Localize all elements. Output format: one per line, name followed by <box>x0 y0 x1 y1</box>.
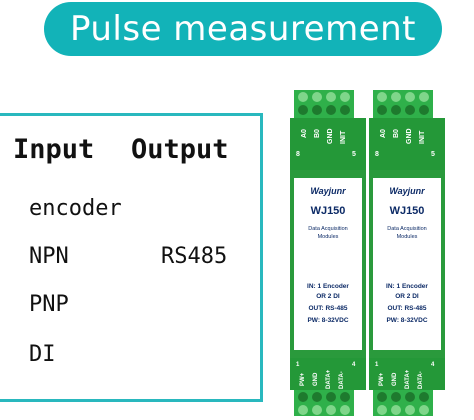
terminal-pw: PW+ <box>300 372 306 386</box>
spec-in-line1: IN: 1 Encoder <box>386 283 428 290</box>
top-body <box>290 118 366 170</box>
input-item-encoder: encoder <box>29 196 122 221</box>
input-item-npn: NPN <box>29 244 69 269</box>
spec-in-line2: OR 2 DI <box>316 293 340 300</box>
output-header: Output <box>131 134 229 165</box>
spec-in-line2: OR 2 DI <box>395 293 419 300</box>
terminal-gnd: GND <box>327 128 334 144</box>
terminal-num-4: 4 <box>352 362 356 368</box>
banner-title: Pulse measurement <box>69 9 417 49</box>
terminal-gnd-bottom: GND <box>392 372 398 386</box>
spec-out: OUT: RS-485 <box>308 305 347 312</box>
bottom-body <box>369 358 445 390</box>
terminal-data-minus: DATA- <box>339 371 345 389</box>
terminal-num-1: 1 <box>296 362 300 368</box>
input-item-pnp: PNP <box>29 292 69 317</box>
model-name: WJ150 <box>311 205 346 217</box>
model-name: WJ150 <box>390 205 425 217</box>
terminal-b0: B0 <box>393 129 400 138</box>
terminal-gnd: GND <box>406 128 413 144</box>
module-device-2: A0 B0 GND INIT 8 5 Wayjunr WJ150 Data Ac… <box>367 90 451 416</box>
terminal-num-1: 1 <box>375 362 379 368</box>
terminal-num-5: 5 <box>352 151 356 158</box>
label-sticker <box>373 178 441 350</box>
terminal-num-4: 4 <box>431 362 435 368</box>
terminal-gnd-bottom: GND <box>313 372 319 386</box>
terminal-a0: A0 <box>301 129 308 138</box>
io-table: Input Output encoder NPN PNP DI RS485 <box>0 113 263 402</box>
spec-in-line1: IN: 1 Encoder <box>307 283 349 290</box>
brand-logo: Wayjunr <box>389 186 425 196</box>
terminal-pw: PW+ <box>379 372 385 386</box>
module-device: A0 B0 GND INIT 8 5 Wayjunr WJ150 Data Ac… <box>288 90 372 416</box>
terminal-num-5: 5 <box>431 151 435 158</box>
spec-pw: PW: 8-32VDC <box>386 317 427 324</box>
terminal-b0: B0 <box>314 129 321 138</box>
terminal-a0: A0 <box>380 129 387 138</box>
terminal-num-8: 8 <box>375 151 379 158</box>
screw-row-top <box>377 92 429 115</box>
spec-pw: PW: 8-32VDC <box>307 317 348 324</box>
screw-row-bottom <box>377 392 429 415</box>
bottom-body <box>290 358 366 390</box>
subtitle-line2: Modules <box>397 234 418 240</box>
screw-row-top <box>298 92 350 115</box>
subtitle-line1: Data Acquisition <box>308 226 347 232</box>
module-illustration-2: A0 B0 GND INIT 8 5 Wayjunr WJ150 Data Ac… <box>369 90 445 416</box>
output-item-rs485: RS485 <box>161 244 228 269</box>
terminal-num-8: 8 <box>296 151 300 158</box>
screw-row-bottom <box>298 392 350 415</box>
subtitle-line2: Modules <box>318 234 339 240</box>
title-banner: Pulse measurement <box>44 2 442 56</box>
label-sticker <box>294 178 362 350</box>
input-header: Input <box>13 134 95 165</box>
terminal-data-plus: DATA+ <box>326 369 332 389</box>
top-body <box>369 118 445 170</box>
terminal-data-plus: DATA+ <box>405 369 411 389</box>
input-item-di: DI <box>29 342 56 367</box>
terminal-data-minus: DATA- <box>418 371 424 389</box>
spec-out: OUT: RS-485 <box>387 305 426 312</box>
terminal-init: INIT <box>419 130 426 144</box>
brand-logo: Wayjunr <box>310 186 346 196</box>
module-illustration: A0 B0 GND INIT 8 5 Wayjunr WJ150 Data Ac… <box>290 90 366 416</box>
subtitle-line1: Data Acquisition <box>387 226 426 232</box>
terminal-init: INIT <box>340 130 347 144</box>
